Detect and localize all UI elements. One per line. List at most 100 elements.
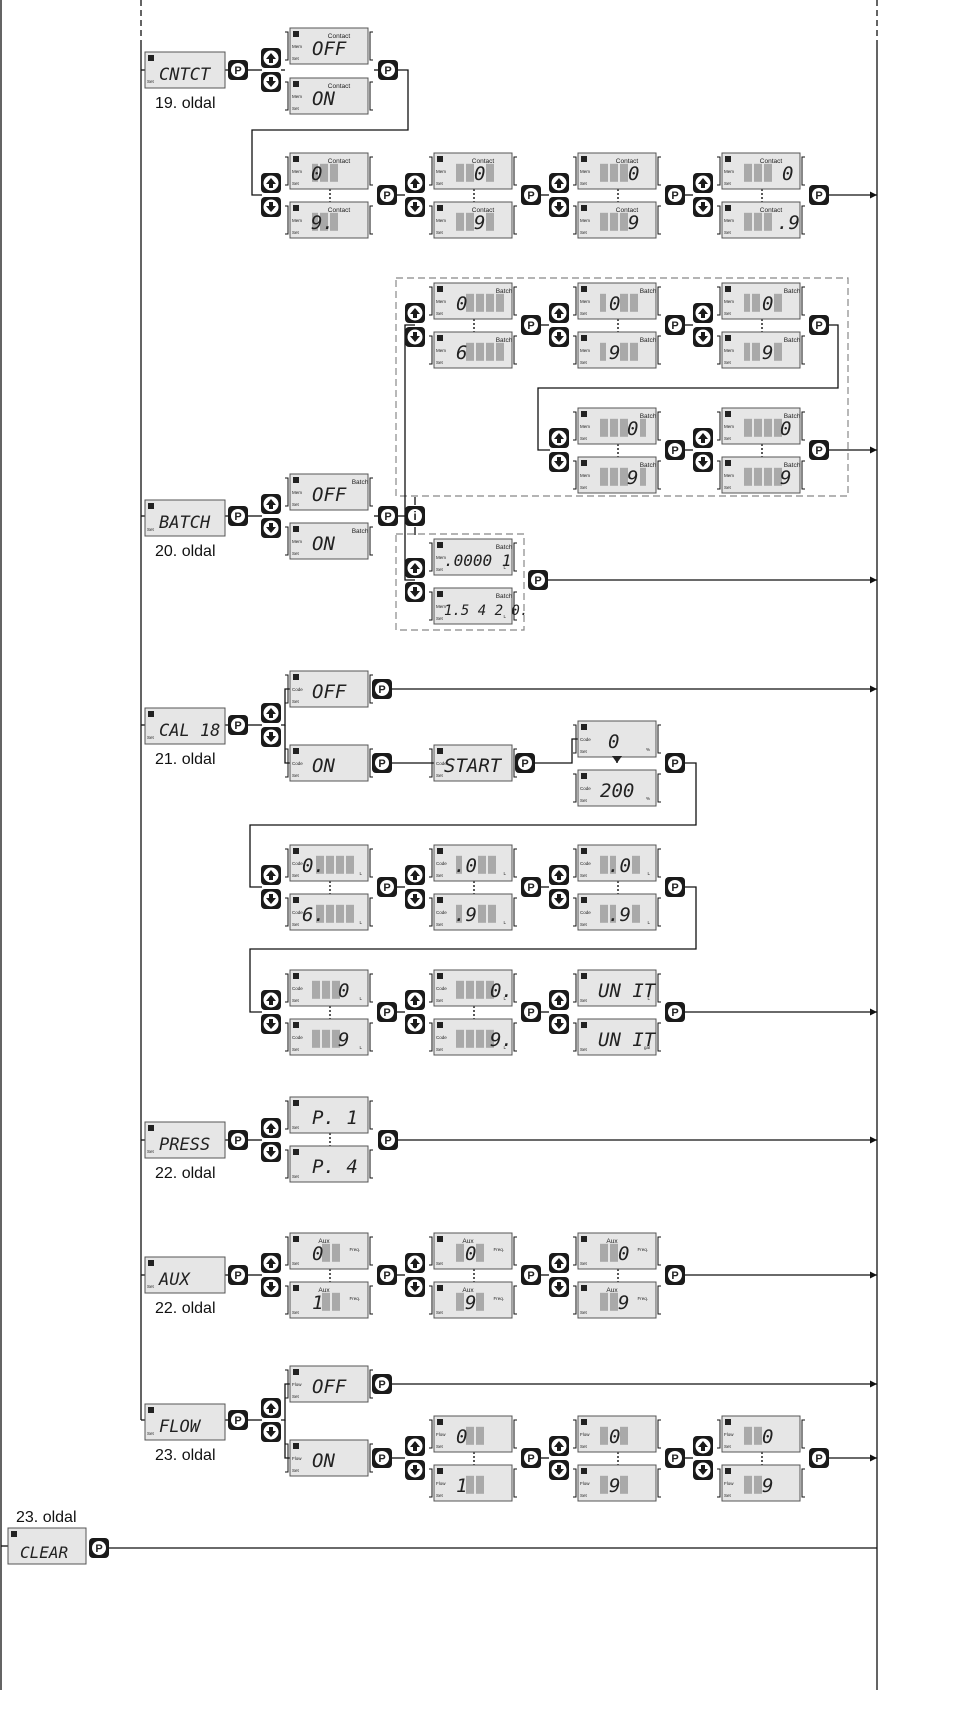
up-arrow-key-button[interactable] <box>405 558 425 578</box>
up-arrow-key-button[interactable] <box>693 428 713 448</box>
flow-label: Flow <box>292 1382 302 1387</box>
up-arrow-key-button[interactable] <box>693 303 713 323</box>
p-key-button[interactable]: P <box>228 60 248 80</box>
p-key-button[interactable]: P <box>521 315 541 335</box>
up-arrow-key-button[interactable] <box>261 1118 281 1138</box>
up-arrow-key-button[interactable] <box>405 173 425 193</box>
up-arrow-key-button[interactable] <box>693 1436 713 1456</box>
p-key-button[interactable]: P <box>809 440 829 460</box>
up-arrow-key-button[interactable] <box>405 990 425 1010</box>
p-key-button[interactable]: P <box>665 185 685 205</box>
down-arrow-key-button[interactable] <box>261 72 281 92</box>
up-arrow-key-button[interactable] <box>549 428 569 448</box>
p-key-button[interactable]: P <box>515 753 535 773</box>
down-arrow-key-button[interactable] <box>549 327 569 347</box>
down-arrow-key-button[interactable] <box>405 197 425 217</box>
down-arrow-key-button[interactable] <box>261 1277 281 1297</box>
up-arrow-key-button[interactable] <box>261 173 281 193</box>
p-key-button[interactable]: P <box>377 185 397 205</box>
down-arrow-key-button[interactable] <box>405 1460 425 1480</box>
up-arrow-key-button[interactable] <box>261 703 281 723</box>
up-arrow-key-button[interactable] <box>261 1253 281 1273</box>
up-arrow-key-button[interactable] <box>549 1253 569 1273</box>
p-key-button[interactable]: P <box>228 715 248 735</box>
p-key-button[interactable]: P <box>372 753 392 773</box>
down-arrow-key-button[interactable] <box>693 327 713 347</box>
p-key-button[interactable]: P <box>377 877 397 897</box>
down-arrow-key-button[interactable] <box>405 1014 425 1034</box>
p-key-button[interactable]: P <box>665 753 685 773</box>
p-key-button[interactable]: P <box>228 1130 248 1150</box>
down-arrow-key-button[interactable] <box>405 582 425 602</box>
down-arrow-key-button[interactable] <box>549 1277 569 1297</box>
p-key-button[interactable]: P <box>378 1130 398 1150</box>
p-key-button[interactable]: P <box>665 440 685 460</box>
down-arrow-key-button[interactable] <box>405 889 425 909</box>
down-arrow-key-button[interactable] <box>549 452 569 472</box>
info-key-button[interactable]: i <box>405 506 425 526</box>
up-arrow-key-button[interactable] <box>405 1436 425 1456</box>
p-key-button[interactable]: P <box>377 1265 397 1285</box>
up-arrow-key-button[interactable] <box>549 865 569 885</box>
up-arrow-key-button[interactable] <box>549 303 569 323</box>
p-key-button[interactable]: P <box>665 1002 685 1022</box>
up-arrow-key-button[interactable] <box>261 494 281 514</box>
up-arrow-key-button[interactable] <box>405 865 425 885</box>
p-key-button[interactable]: P <box>521 877 541 897</box>
up-arrow-key-button[interactable] <box>693 173 713 193</box>
p-key-button[interactable]: P <box>665 1448 685 1468</box>
down-arrow-key-button[interactable] <box>261 727 281 747</box>
gray-segment <box>610 418 618 437</box>
p-key-button[interactable]: P <box>521 185 541 205</box>
p-key-button[interactable]: P <box>528 570 548 590</box>
down-arrow-key-button[interactable] <box>549 1460 569 1480</box>
p-key-button[interactable]: P <box>665 1265 685 1285</box>
down-arrow-key-button[interactable] <box>693 452 713 472</box>
down-arrow-key-button[interactable] <box>261 518 281 538</box>
up-arrow-key-button[interactable] <box>405 303 425 323</box>
p-key-button[interactable]: P <box>378 506 398 526</box>
p-key-button[interactable]: P <box>372 1374 392 1394</box>
gray-segment <box>496 293 504 312</box>
down-arrow-key-button[interactable] <box>261 1142 281 1162</box>
up-arrow-key-button[interactable] <box>261 48 281 68</box>
p-key-button[interactable]: P <box>809 315 829 335</box>
p-key-button[interactable]: P <box>809 1448 829 1468</box>
up-arrow-key-button[interactable] <box>549 1436 569 1456</box>
down-arrow-key-button[interactable] <box>261 1422 281 1442</box>
down-arrow-key-button[interactable] <box>549 197 569 217</box>
p-key-button[interactable]: P <box>228 1265 248 1285</box>
mem-label: Mem <box>580 299 590 304</box>
down-arrow-key-button[interactable] <box>549 1014 569 1034</box>
p-key-button[interactable]: P <box>372 1448 392 1468</box>
up-arrow-key-button[interactable] <box>261 865 281 885</box>
up-arrow-key-button[interactable] <box>549 990 569 1010</box>
down-arrow-key-button[interactable] <box>405 1277 425 1297</box>
p-key-button[interactable]: P <box>372 679 392 699</box>
down-arrow-key-button[interactable] <box>261 889 281 909</box>
up-arrow-key-button[interactable] <box>261 990 281 1010</box>
p-key-button[interactable]: P <box>228 1410 248 1430</box>
down-arrow-key-button[interactable] <box>261 1014 281 1034</box>
lcd-value: 200 <box>600 780 634 802</box>
p-key-button[interactable]: P <box>665 315 685 335</box>
up-arrow-key-button[interactable] <box>261 1398 281 1418</box>
p-key-button[interactable]: P <box>378 60 398 80</box>
set-label: Set <box>292 998 300 1003</box>
p-key-button[interactable]: P <box>521 1002 541 1022</box>
down-arrow-key-button[interactable] <box>405 327 425 347</box>
p-key-button[interactable]: P <box>665 877 685 897</box>
up-arrow-key-button[interactable] <box>549 173 569 193</box>
down-arrow-key-button[interactable] <box>549 889 569 909</box>
p-key-button[interactable]: P <box>521 1448 541 1468</box>
lcd-value: OFF <box>312 484 347 506</box>
down-arrow-key-button[interactable] <box>693 197 713 217</box>
up-arrow-key-button[interactable] <box>405 1253 425 1273</box>
p-key-button[interactable]: P <box>228 506 248 526</box>
p-key-button[interactable]: P <box>89 1538 109 1558</box>
p-key-button[interactable]: P <box>809 185 829 205</box>
p-key-button[interactable]: P <box>377 1002 397 1022</box>
p-key-button[interactable]: P <box>521 1265 541 1285</box>
down-arrow-key-button[interactable] <box>261 197 281 217</box>
down-arrow-key-button[interactable] <box>693 1460 713 1480</box>
